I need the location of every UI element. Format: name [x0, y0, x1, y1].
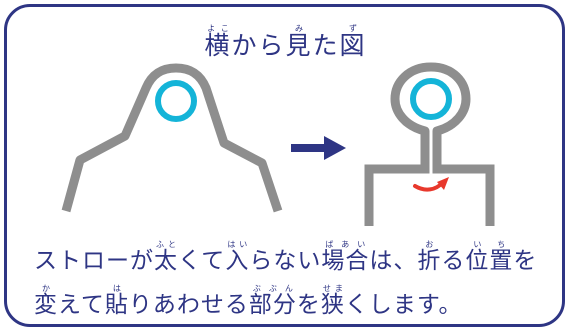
line1-ruby-5: 場合ばあい — [321, 240, 370, 274]
line1-ruby-9: 位置いち — [465, 240, 514, 274]
line1-furigana: いち — [465, 240, 514, 249]
line2-ruby-2: 貼は — [104, 284, 129, 318]
title-ruby-4: 図ず — [339, 24, 367, 60]
title-ruby-0: 横よこ — [204, 24, 232, 60]
line2-text: くします。 — [344, 292, 463, 318]
right-figure — [364, 62, 495, 226]
right-straw-circle — [410, 78, 452, 120]
line1-kanji: 位置 — [465, 248, 514, 274]
line1-text: は、 — [369, 248, 418, 274]
line2-text: りあわせる — [128, 292, 249, 318]
line2-furigana: は — [104, 284, 129, 293]
left-straw-circle — [155, 80, 197, 122]
fold-arrow-icon — [413, 181, 444, 192]
title-text: から — [231, 31, 286, 60]
line1-text: る — [441, 248, 466, 274]
title-furigana: み — [285, 24, 313, 33]
line1-text: らない — [249, 248, 322, 274]
line1-text: くて — [178, 248, 226, 274]
body-text-line-2: 変かえて貼はりあわせる部分ぶぶんを狭せまくします。 — [34, 284, 463, 319]
line2-text: えて — [58, 292, 105, 318]
line1-furigana: ふと — [154, 240, 178, 249]
line2-ruby-4: 部分ぶぶん — [248, 284, 297, 318]
line2-text: を — [296, 292, 321, 318]
line2-kanji: 変 — [34, 292, 58, 318]
right-gray-right-leg — [432, 148, 495, 226]
diagram-title: 横よこから見みた図ず — [0, 24, 571, 62]
line1-furigana: お — [417, 240, 442, 249]
title-kanji: 見 — [285, 31, 313, 60]
title-ruby-2: 見み — [285, 24, 313, 60]
line2-furigana: ぶぶん — [248, 284, 297, 293]
line1-furigana: ばあい — [321, 240, 370, 249]
line2-ruby-6: 狭せま — [320, 284, 345, 318]
line1-ruby-3: 入はい — [225, 240, 250, 274]
right-arrow-icon — [291, 136, 346, 160]
line1-kanji: 入 — [225, 248, 250, 274]
title-furigana: よこ — [204, 24, 232, 33]
title-furigana: ず — [339, 24, 367, 33]
line1-kanji: 場合 — [321, 248, 370, 274]
line2-kanji: 部分 — [248, 292, 297, 318]
title-text: た — [312, 31, 340, 60]
line1-furigana: はい — [225, 240, 250, 249]
title-kanji: 図 — [339, 31, 367, 60]
line1-ruby-1: 太ふと — [154, 240, 178, 274]
fold-arrow-head — [437, 177, 449, 190]
right-gray-loop — [390, 62, 471, 148]
line1-ruby-7: 折お — [417, 240, 442, 274]
line1-kanji: 折 — [417, 248, 442, 274]
line2-furigana: か — [34, 284, 58, 293]
line1-kanji: 太 — [154, 248, 178, 274]
title-kanji: 横 — [204, 31, 232, 60]
right-gray-left-leg — [364, 148, 430, 226]
line2-ruby-0: 変か — [34, 284, 58, 318]
line2-furigana: せま — [320, 284, 345, 293]
left-gray-frame — [61, 63, 283, 213]
body-text-line-1: ストローが太ふとくて入はいらない場合ばあいは、折おる位置いちを — [34, 240, 537, 275]
left-figure — [61, 63, 283, 213]
line1-text: を — [513, 248, 538, 274]
line2-kanji: 貼 — [104, 292, 129, 318]
title-text: 横よこから見みた図ず — [204, 24, 367, 60]
line2-kanji: 狭 — [320, 292, 345, 318]
line1-text: ストローが — [34, 248, 154, 274]
